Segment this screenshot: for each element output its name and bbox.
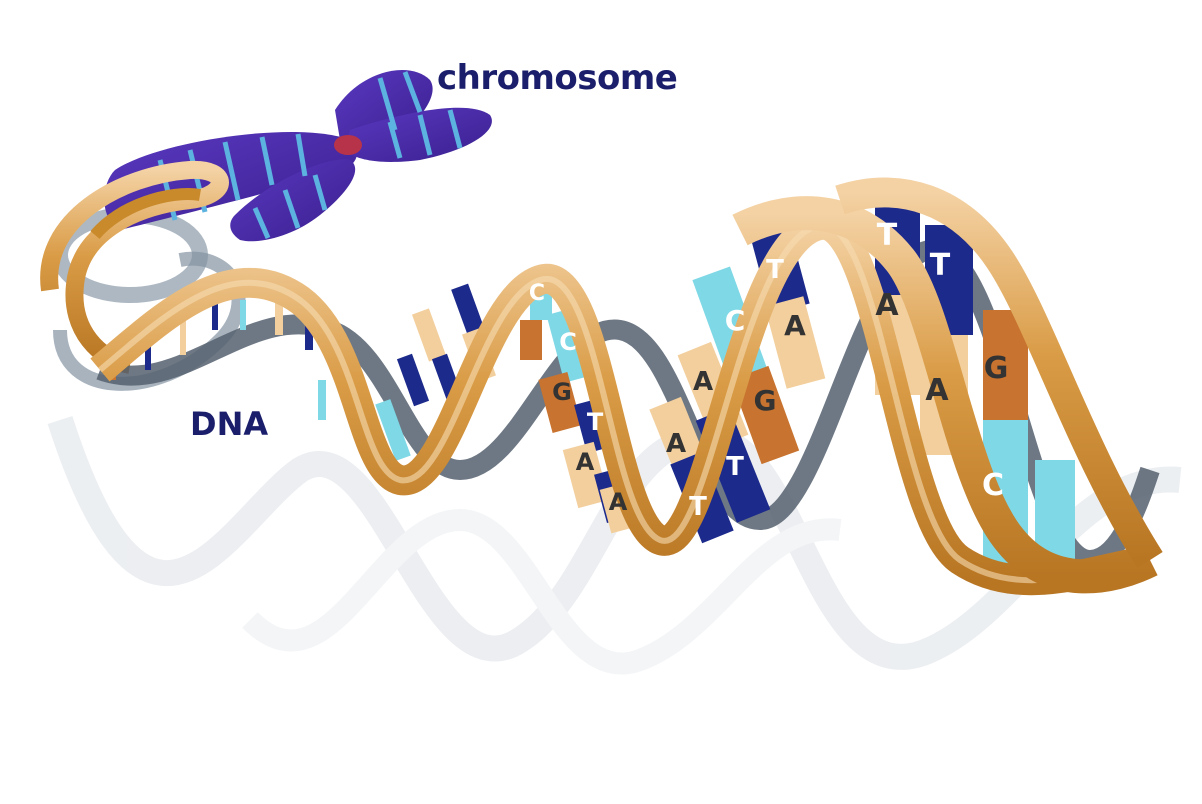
base-pair-rung	[318, 380, 326, 420]
base-pair-rung	[538, 372, 582, 433]
base-letter-a: A	[784, 309, 806, 342]
base-pair-rung	[240, 300, 246, 330]
helix-reflection	[47, 416, 1182, 675]
base-letter-g: G	[984, 351, 1009, 386]
base-letter-t: T	[689, 492, 707, 522]
base-pair-rung	[562, 441, 610, 509]
base-letter-t: T	[877, 218, 898, 253]
dna-label: DNA	[190, 405, 269, 443]
base-pair-rung	[180, 315, 186, 355]
chromosome	[104, 70, 492, 242]
dna-coil-front	[40, 160, 229, 374]
base-letter-a: A	[875, 288, 899, 323]
base-letter-c: C	[529, 281, 545, 306]
base-pair-rung	[764, 296, 826, 389]
front-strand	[90, 210, 1153, 596]
base-letter-t: T	[587, 408, 604, 436]
base-pair-rung	[730, 365, 800, 465]
base-letter-t: T	[930, 248, 951, 283]
base-letter-a: A	[576, 448, 595, 476]
chromosome-label: chromosome	[437, 58, 678, 98]
base-letter-g: G	[552, 378, 572, 406]
base-pair-rung	[520, 320, 542, 360]
base-pair-rung	[212, 300, 218, 330]
base-letter-c: C	[982, 468, 1004, 503]
base-letter-t: T	[726, 452, 744, 482]
base-pair-rung	[451, 283, 487, 342]
base-pair-rung	[1035, 460, 1075, 560]
base-letter-t: T	[766, 255, 784, 285]
base-pair-rung	[396, 353, 430, 407]
front-strand-large-loops	[732, 177, 1163, 594]
base-letter-a: A	[693, 367, 713, 397]
base-pair-rung	[411, 308, 447, 362]
base-letter-g: G	[754, 384, 777, 417]
base-letter-a: A	[609, 488, 628, 516]
base-pair-rung	[145, 330, 151, 370]
base-letter-c: C	[725, 304, 746, 337]
base-letter-c: C	[559, 328, 577, 356]
base-letter-a: A	[666, 429, 686, 459]
base-pair-rung	[275, 300, 283, 335]
base-letter-a: A	[925, 373, 949, 408]
base-pair-rung	[375, 399, 411, 461]
